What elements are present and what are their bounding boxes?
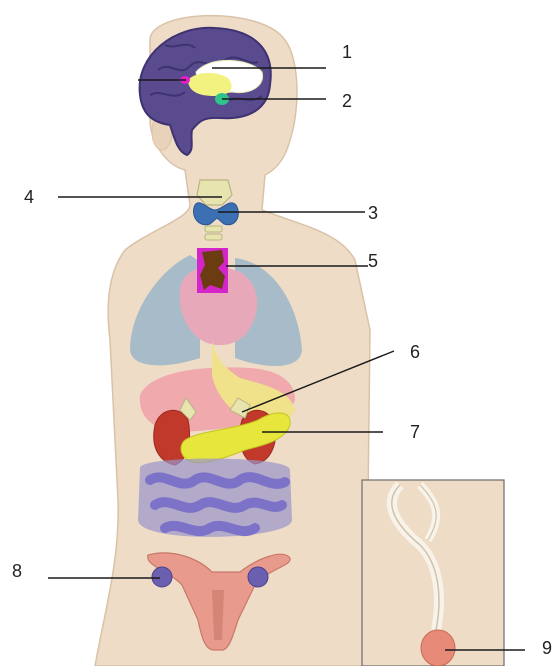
left-ovary [152,567,172,587]
label-7: 7 [410,422,420,442]
label-2: 2 [342,91,352,111]
right-ovary [248,567,268,587]
label-8: 8 [12,561,22,581]
intestines [138,458,292,536]
label-4: 4 [24,187,34,207]
testis-inset [362,480,504,666]
testis [421,630,455,666]
thymus-gland [197,248,228,293]
label-3: 3 [368,203,378,223]
label-5: 5 [368,251,378,271]
label-6: 6 [410,342,420,362]
label-9: 9 [542,638,552,658]
label-1: 1 [342,42,352,62]
